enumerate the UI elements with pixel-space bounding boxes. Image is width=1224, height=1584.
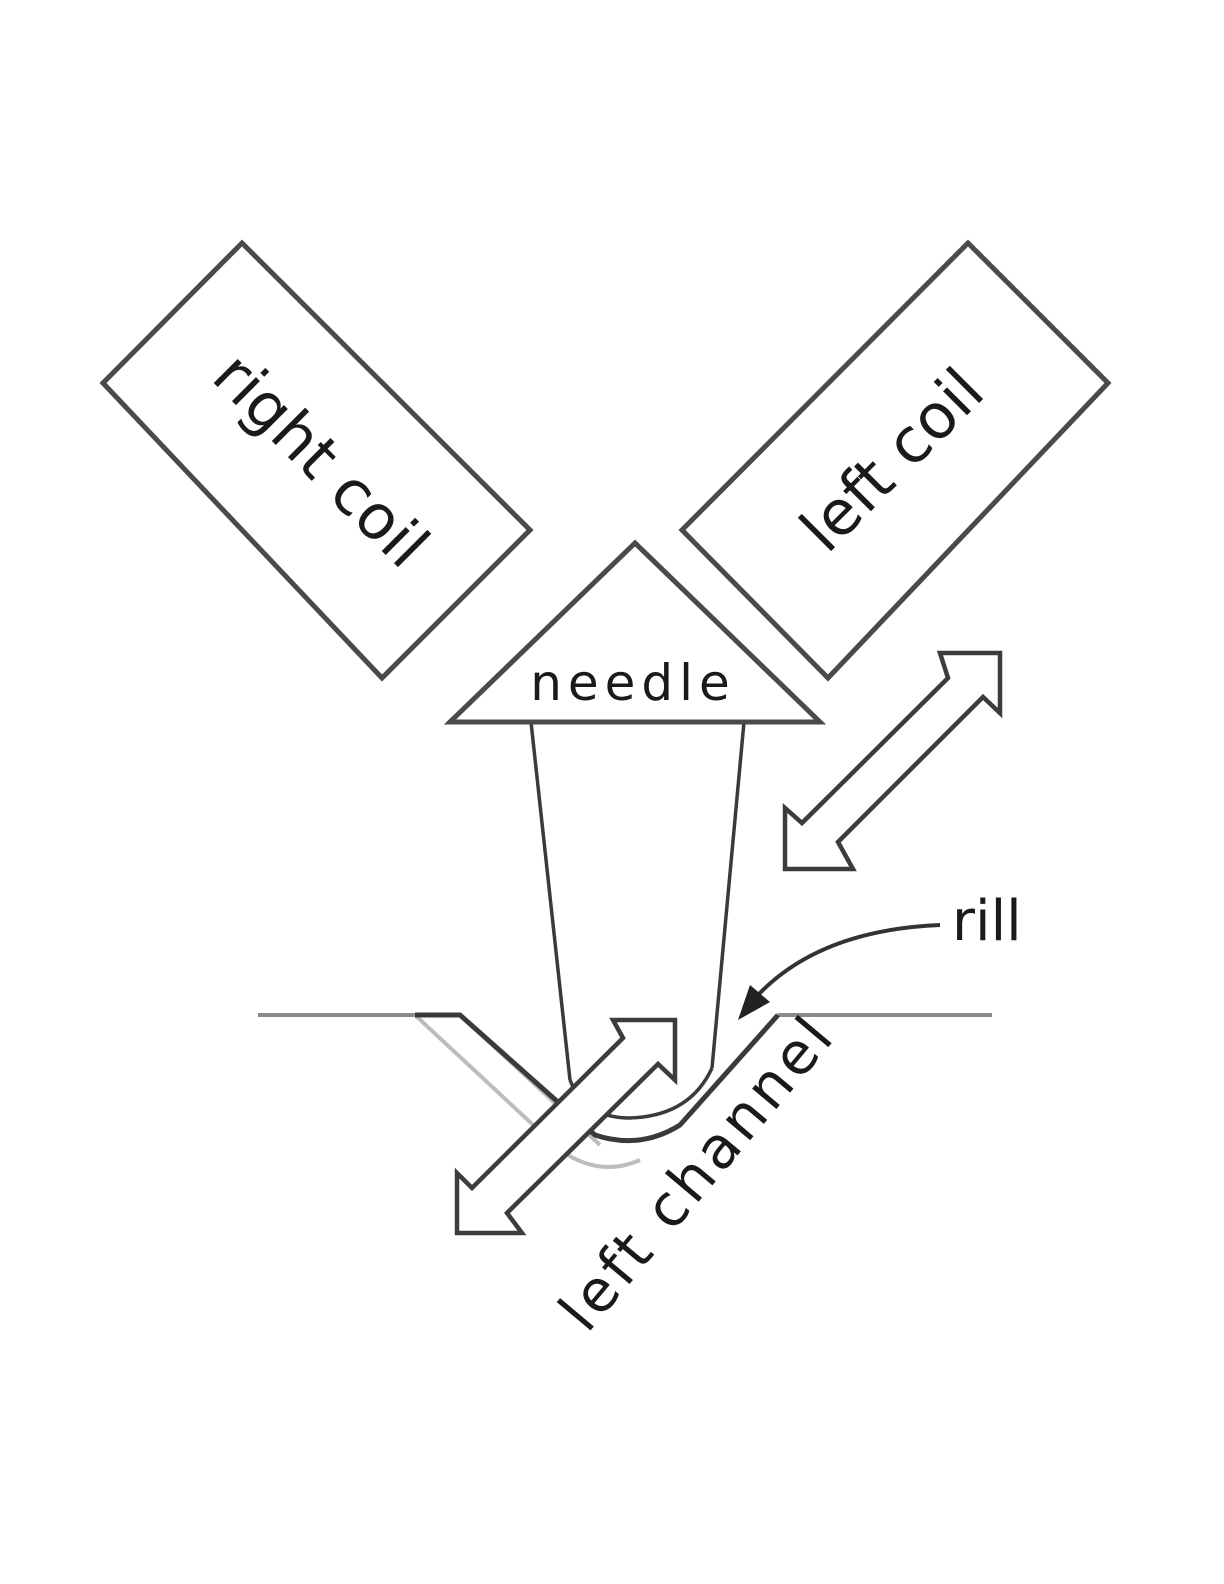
rill-pointer-head [738,985,770,1020]
needle-shaft [529,721,746,1081]
left-coil-motion-arrow [782,650,1003,872]
left-channel-label: left channel [546,1001,849,1343]
right-coil-box [99,239,534,682]
needle-triangle [443,539,827,725]
left-coil-box [678,239,1112,682]
rill-pointer [738,923,941,1020]
rill-label: rill [952,889,1022,954]
needle-shaft-right [710,721,746,1069]
needle-label: needle [530,654,736,712]
groove-main [415,1012,780,1144]
rill-pointer-curve [756,923,941,997]
left-channel-motion-arrow [454,1017,678,1236]
needle-shaft-left [529,721,572,1081]
